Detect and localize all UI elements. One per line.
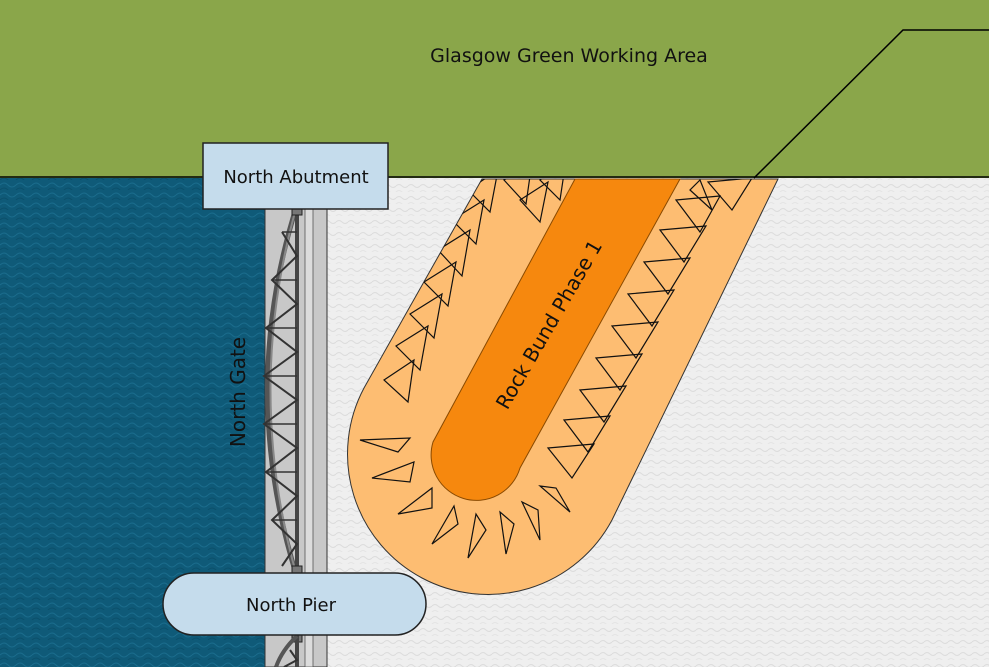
north-gate-label: North Gate: [226, 337, 250, 447]
north-pier-box: [162, 572, 427, 636]
north-abutment-label: North Abutment: [223, 167, 368, 188]
leader-line: [753, 29, 989, 179]
glasgow-green-land: [0, 0, 989, 178]
north-abutment-box: [202, 142, 389, 210]
rock-armour-symbols: [359, 179, 754, 559]
rock-bund-core: [430, 178, 681, 501]
north-pier-label: North Pier: [246, 595, 337, 616]
working-area-label: Glasgow Green Working Area: [430, 45, 708, 67]
